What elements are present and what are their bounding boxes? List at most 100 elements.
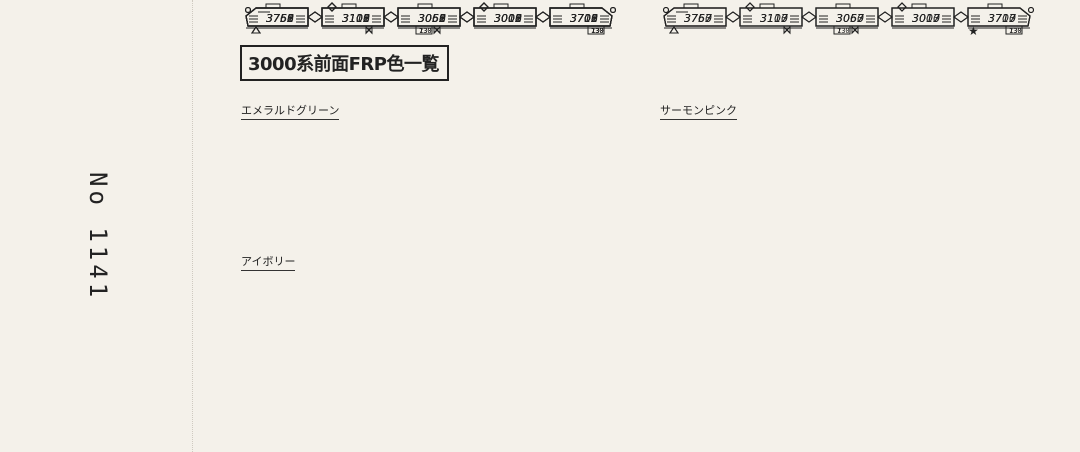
car-number: 3702 xyxy=(570,12,598,25)
car-number: 3758 xyxy=(266,12,294,25)
box-mark: 130 xyxy=(833,25,851,35)
car-number: 3703 xyxy=(988,12,1016,25)
car-3117: 3117 xyxy=(739,2,803,29)
coupler xyxy=(801,11,817,23)
car-number: 3059 xyxy=(418,12,446,25)
svg-text:130: 130 xyxy=(591,27,604,35)
car-number: 3751 xyxy=(266,12,294,25)
car-number: 3709 xyxy=(570,12,598,25)
car-number: 3001 xyxy=(494,12,522,25)
car-3767: 3767 xyxy=(663,3,727,29)
group-label-emerald: エメラルドグリーン xyxy=(241,102,340,120)
svg-text:130: 130 xyxy=(1009,27,1022,35)
car-number: 3765 xyxy=(266,12,294,25)
triangle-mark xyxy=(251,26,261,34)
car-number: 3715 xyxy=(570,12,598,25)
ticket-stub xyxy=(0,0,193,452)
svg-text:130: 130 xyxy=(837,27,850,35)
car-number: 3759 xyxy=(266,12,294,25)
box-mark: 7 xyxy=(1005,25,1023,35)
car-number: 3752 xyxy=(266,12,294,25)
svg-text:130: 130 xyxy=(419,27,432,35)
car-number: 3051 xyxy=(418,12,446,25)
group-label-ivory: アイボリー xyxy=(241,253,296,271)
car-number: 3701 xyxy=(570,12,598,25)
bowtie-mark xyxy=(851,25,859,35)
group-label-salmon: サーモンピンク xyxy=(660,102,737,120)
svg-text:130: 130 xyxy=(591,27,604,35)
box-mark: 7 xyxy=(587,25,605,35)
car-number: 3015 xyxy=(494,12,522,25)
car-number: 3010 xyxy=(912,12,940,25)
car-number: 3710 xyxy=(988,12,1016,25)
box-mark: 130 xyxy=(415,25,433,35)
car-number: 3008 xyxy=(494,12,522,25)
svg-text:7: 7 xyxy=(1009,27,1013,35)
car-number: 3052 xyxy=(418,12,446,25)
car-3067: 3067 xyxy=(815,3,879,29)
car-number: 3115 xyxy=(342,12,370,25)
car-number: 3116 xyxy=(342,12,370,25)
svg-text:130: 130 xyxy=(591,27,604,35)
car-number: 3053 xyxy=(836,12,864,25)
car-number: 3108 xyxy=(342,12,370,25)
coupler xyxy=(307,11,323,23)
svg-text:7: 7 xyxy=(419,27,423,35)
svg-text:7: 7 xyxy=(591,27,595,35)
triangle-mark xyxy=(669,26,679,34)
car-number: 3016 xyxy=(494,12,522,25)
car-3017: 3017 xyxy=(891,2,955,29)
car-3766: 3766 xyxy=(245,3,309,29)
svg-text:7: 7 xyxy=(419,27,423,35)
svg-text:130: 130 xyxy=(419,27,432,35)
coupler xyxy=(459,11,475,23)
svg-text:7: 7 xyxy=(419,27,423,35)
car-3116: 3116 xyxy=(321,2,385,29)
car-3016: 3016 xyxy=(473,2,537,29)
svg-text:130: 130 xyxy=(1009,27,1022,35)
bowtie-mark xyxy=(433,25,441,35)
coupler xyxy=(877,11,893,23)
car-number: 3066 xyxy=(418,12,446,25)
svg-text:★: ★ xyxy=(968,24,979,38)
car-number: 3017 xyxy=(912,12,940,25)
car-3066: 3066 xyxy=(397,3,461,29)
star-mark: ★ xyxy=(968,24,979,38)
car-number: 3009 xyxy=(494,12,522,25)
car-number: 3760 xyxy=(684,12,712,25)
car-number: 3110 xyxy=(760,12,788,25)
car-number: 3060 xyxy=(836,12,864,25)
car-number: 3101 xyxy=(342,12,370,25)
svg-text:130: 130 xyxy=(591,27,604,35)
car-3716: 3716 xyxy=(549,3,616,29)
car-number: 3766 xyxy=(266,12,294,25)
bowtie-mark xyxy=(783,25,791,35)
coupler xyxy=(535,11,551,23)
svg-text:7: 7 xyxy=(837,27,841,35)
car-number: 3767 xyxy=(684,12,712,25)
coupler xyxy=(953,11,969,23)
car-number: 3102 xyxy=(342,12,370,25)
page-title: 3000系前面FRP色一覧 xyxy=(240,45,449,81)
svg-text:7: 7 xyxy=(419,27,423,35)
bowtie-mark xyxy=(365,25,373,35)
car-number: 3067 xyxy=(836,12,864,25)
car-number: 3708 xyxy=(570,12,598,25)
car-number: 3003 xyxy=(912,12,940,25)
car-number: 3058 xyxy=(418,12,446,25)
svg-text:7: 7 xyxy=(837,27,841,35)
car-number: 3103 xyxy=(760,12,788,25)
car-number: 3753 xyxy=(684,12,712,25)
car-number: 3117 xyxy=(760,12,788,25)
car-number: 3109 xyxy=(342,12,370,25)
car-number: 3716 xyxy=(570,12,598,25)
car-number: 3065 xyxy=(418,12,446,25)
car-3717: 3717 xyxy=(967,3,1034,29)
serial-number: No 1141 xyxy=(84,172,112,302)
car-number: 3717 xyxy=(988,12,1016,25)
coupler xyxy=(725,11,741,23)
